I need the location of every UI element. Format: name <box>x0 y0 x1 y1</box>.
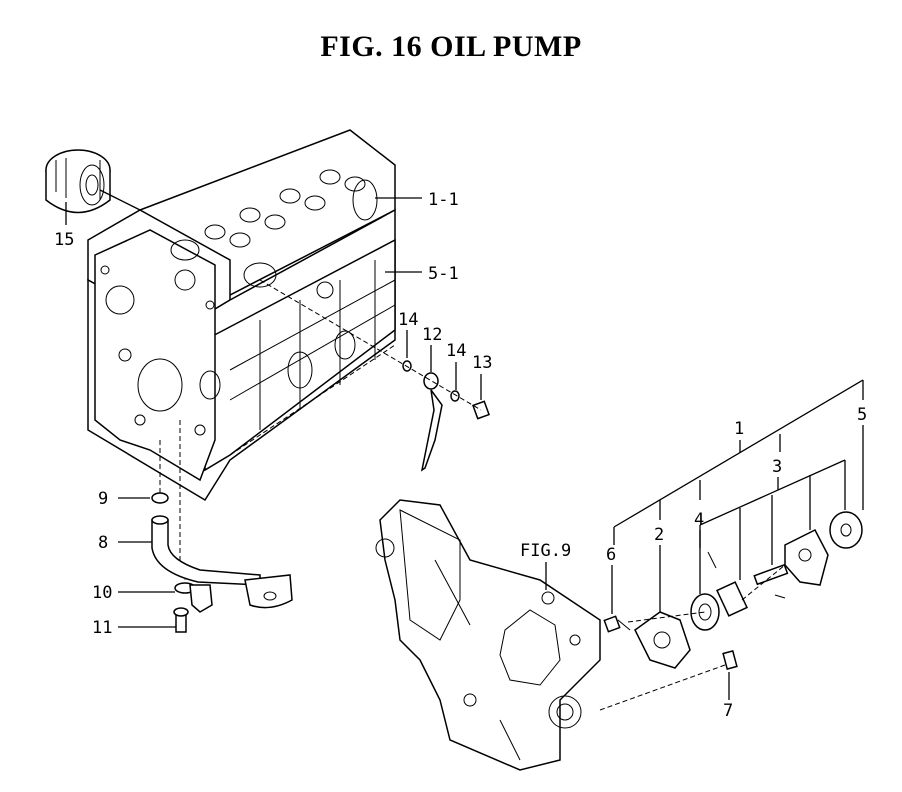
callout-11: 11 <box>92 618 112 638</box>
callout-10: 10 <box>92 583 112 603</box>
callout-14-lower: 14 <box>446 341 466 361</box>
oil-strainer-parts <box>151 492 293 633</box>
callout-5-1: 5-1 <box>428 264 459 284</box>
callout-7: 7 <box>723 701 733 721</box>
figure-title: FIG. 16 OIL PUMP <box>320 30 582 63</box>
callout-13: 13 <box>472 353 492 373</box>
callout-8: 8 <box>98 533 108 553</box>
callout-1-1: 1-1 <box>428 190 459 210</box>
callout-fig9: FIG.9 <box>520 541 571 561</box>
gear-case-fig9 <box>375 499 601 771</box>
callout-5: 5 <box>857 405 867 425</box>
callout-2: 2 <box>654 525 664 545</box>
callout-15: 15 <box>54 230 74 250</box>
callout-9: 9 <box>98 489 108 509</box>
callout-1: 1 <box>734 419 744 439</box>
callout-12: 12 <box>422 325 442 345</box>
callout-4: 4 <box>694 510 704 530</box>
callout-6: 6 <box>606 545 616 565</box>
dipstick-and-plug-parts <box>259 279 490 472</box>
oil-filter-part-15 <box>45 149 111 214</box>
callout-labels: 1-1 5-1 15 14 12 14 13 1 5 3 2 4 6 7 9 8… <box>54 190 867 721</box>
engine-block <box>87 129 396 581</box>
callout-3: 3 <box>772 457 782 477</box>
leader-lines <box>65 189 864 700</box>
oil-pump-assembly <box>599 511 863 711</box>
callout-14-upper: 14 <box>398 310 418 330</box>
